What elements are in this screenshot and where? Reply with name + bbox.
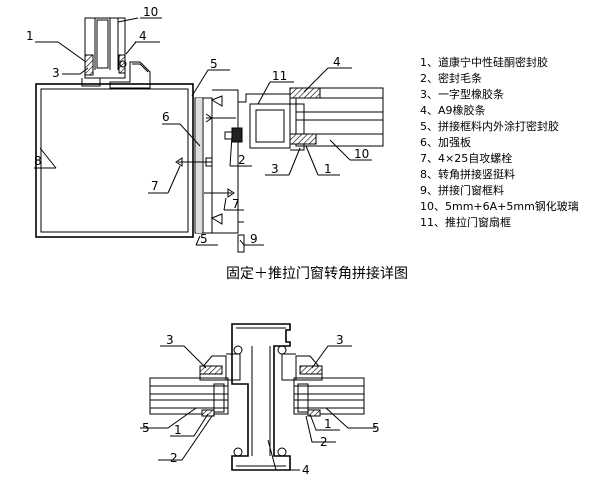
legend-item: 2、密封毛条 bbox=[420, 71, 482, 85]
callout-10-right: 10 bbox=[354, 147, 369, 161]
callout-1-left: 1 bbox=[174, 423, 182, 437]
screw-7-lower bbox=[204, 188, 235, 198]
callout-11: 11 bbox=[272, 69, 287, 83]
leader-lines-top bbox=[34, 17, 372, 246]
callout-2: 2 bbox=[238, 153, 246, 167]
leader-lines-bottom bbox=[140, 345, 376, 471]
left-glazing bbox=[149, 355, 229, 417]
corner-mullion-8 bbox=[35, 83, 194, 238]
callout-9: 9 bbox=[250, 232, 258, 246]
legend-item: 1、道康宁中性硅酮密封胶 bbox=[420, 55, 548, 69]
callout-5-top: 5 bbox=[210, 57, 218, 71]
legend-item: 5、拼接框料内外涂打密封胶 bbox=[420, 119, 559, 133]
glass-unit-vertical bbox=[84, 17, 126, 79]
callout-2-left: 2 bbox=[170, 451, 178, 465]
legend-item: 11、推拉门窗扇框 bbox=[420, 215, 511, 229]
figure-caption: 固定＋推拉门窗转角拼接详图 bbox=[226, 265, 408, 282]
callout-8: 8 bbox=[34, 154, 42, 168]
legend-item: 9、拼接门窗框料 bbox=[420, 183, 504, 197]
callout-5-left: 5 bbox=[142, 421, 150, 435]
callout-3-left: 3 bbox=[166, 333, 174, 347]
callout-10-top: 10 bbox=[143, 5, 158, 19]
callout-4-bottom: 4 bbox=[302, 463, 310, 477]
callout-1-right: 1 bbox=[324, 162, 332, 176]
right-glazing bbox=[293, 355, 365, 417]
glass-unit-horizontal bbox=[289, 87, 384, 147]
callout-3-right: 3 bbox=[271, 162, 279, 176]
legend-item: 8、转角拼接竖挺料 bbox=[420, 167, 515, 181]
callout-4-top: 4 bbox=[139, 29, 147, 43]
callout-1: 1 bbox=[26, 29, 34, 43]
sash-top bbox=[81, 60, 151, 89]
legend-item: 6、加强板 bbox=[420, 135, 471, 149]
legend-item: 7、4×25自攻螺栓 bbox=[420, 151, 512, 165]
callout-3: 3 bbox=[52, 66, 60, 80]
callout-2-right-b: 2 bbox=[320, 435, 328, 449]
callout-1-right-b: 1 bbox=[324, 417, 332, 431]
callout-4-right: 4 bbox=[333, 55, 341, 69]
legend-item: 10、5mm+6A+5mm钢化玻璃 bbox=[420, 199, 579, 213]
frame-9-and-sash-11 bbox=[210, 89, 305, 253]
legend: 1、道康宁中性硅酮密封胶 2、密封毛条 3、一字型橡胶条 4、A9橡胶条 5、拼… bbox=[420, 55, 579, 229]
center-profile bbox=[226, 323, 296, 471]
callout-3-right-b: 3 bbox=[336, 333, 344, 347]
callout-5-bottom: 5 bbox=[200, 232, 208, 246]
legend-item: 3、一字型橡胶条 bbox=[420, 87, 504, 101]
callout-7-left: 7 bbox=[151, 179, 159, 193]
bottom-section-detail: 3 5 1 2 3 1 2 5 4 bbox=[140, 323, 380, 477]
screw-7-upper bbox=[175, 157, 213, 167]
top-plan-detail: 1 3 10 4 5 11 4 6 8 2 3 1 10 7 7 5 9 bbox=[26, 5, 384, 253]
screw-top-right bbox=[205, 113, 236, 123]
callout-5-right-b: 5 bbox=[372, 421, 380, 435]
legend-item: 4、A9橡胶条 bbox=[420, 103, 486, 117]
callout-6: 6 bbox=[162, 110, 170, 124]
callout-7-right: 7 bbox=[232, 197, 240, 211]
